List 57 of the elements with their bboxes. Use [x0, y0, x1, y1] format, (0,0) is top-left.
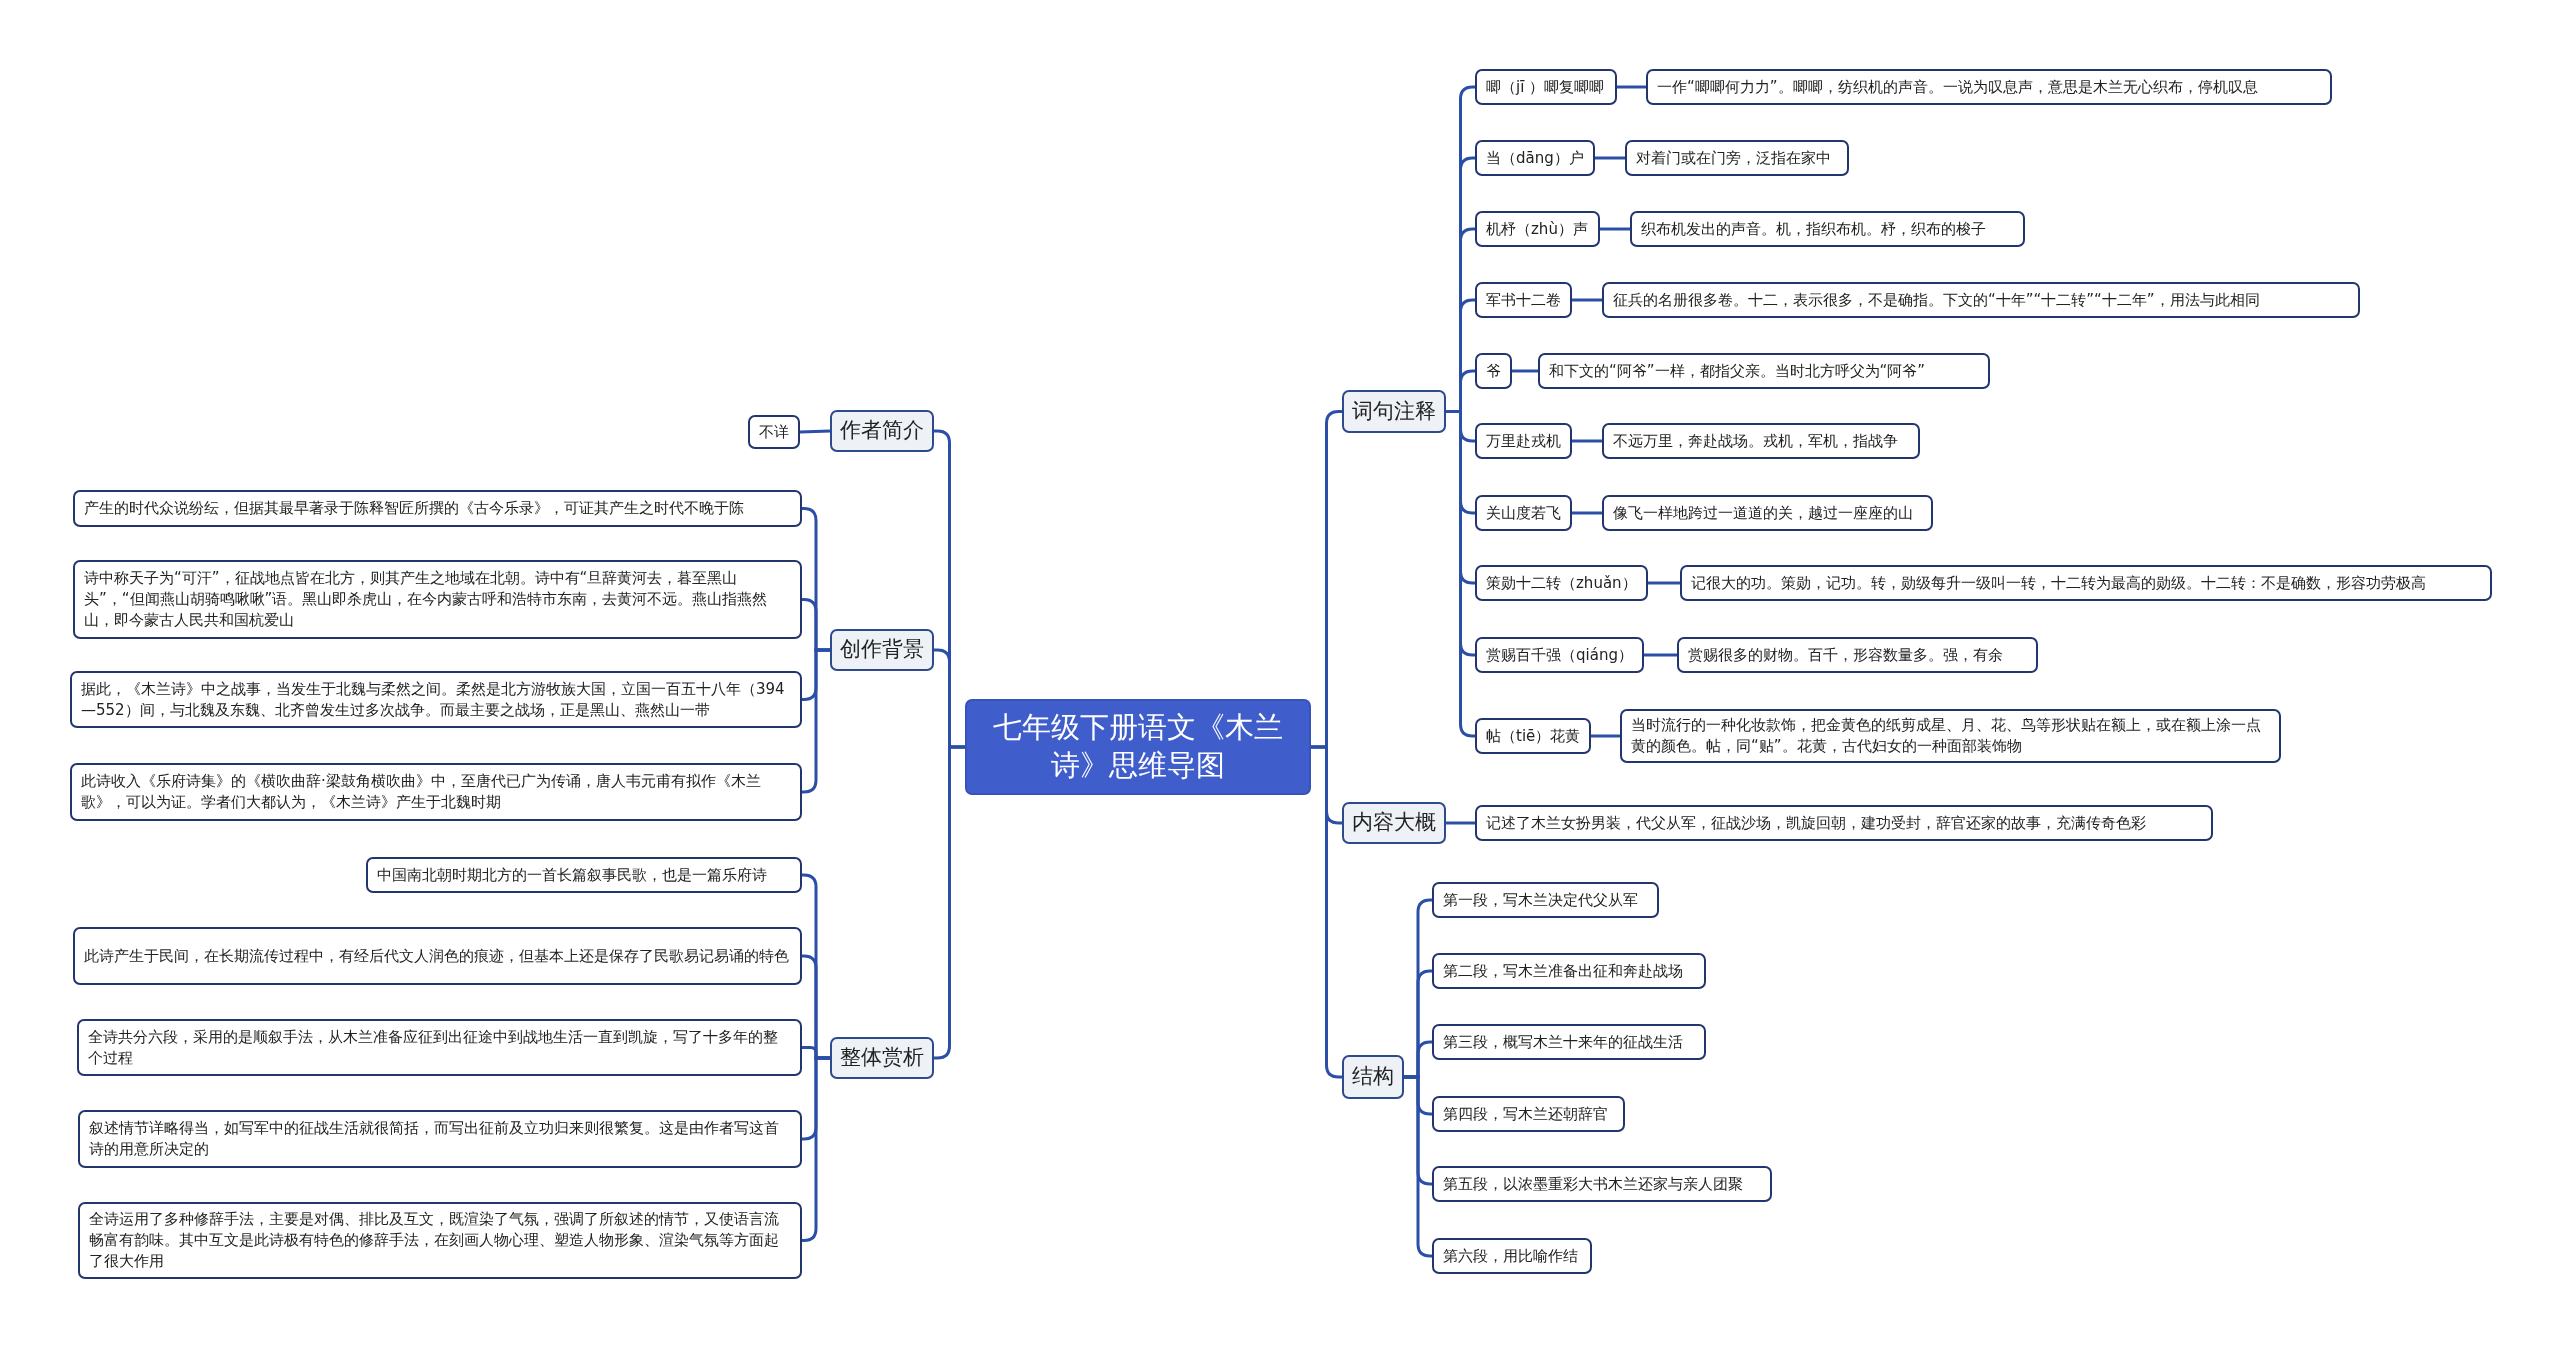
subtopic-box: 此诗产生于民间，在长期流传过程中，有经后代文人润色的痕迹，但基本上还是保存了民歌易记易诵的特色: [73, 927, 802, 985]
subtopic-box: 对着门或在门旁，泛指在家中: [1625, 140, 1849, 176]
subtopic-box: 军书十二卷: [1475, 282, 1572, 318]
subtopic-box: 当（dāng）户: [1475, 140, 1595, 176]
subtopic-box: 第一段，写木兰决定代父从军: [1432, 882, 1659, 918]
subtopic-box: 像飞一样地跨过一道道的关，越过一座座的山: [1602, 495, 1933, 531]
connector-line: [1617, 85, 1646, 89]
subtopic-box: 当时流行的一种化妆款饰，把金黄色的纸剪成星、月、花、鸟等形状贴在额上，或在额上涂一点黄的颜色。帖，同“贴”。花黄，古代妇女的一种面部装饰物: [1620, 709, 2281, 763]
branch-topic-box: 整体赏析: [830, 1037, 934, 1079]
branch-topic-box: 创作背景: [830, 629, 934, 671]
subtopic-box: 第三段，概写木兰十来年的征战生活: [1432, 1024, 1706, 1060]
connector-line: [1446, 821, 1475, 825]
subtopic-box: 全诗共分六段，采用的是顺叙手法，从木兰准备应征到出征途中到战地生活一直到凯旋，写了十多年的整个过程: [77, 1019, 802, 1076]
subtopic-box: 赏赐百千强（qiáng）: [1475, 637, 1644, 673]
connector-line: [799, 429, 831, 434]
connector-line: [1572, 511, 1602, 515]
branch-topic-box: 结构: [1342, 1055, 1404, 1099]
subtopic-box: 此诗收入《乐府诗集》的《横吹曲辞·梁鼓角横吹曲》中，至唐代已广为传诵，唐人韦元甫有拟作《木兰歌》，可以为证。学者们大都认为，《木兰诗》产生于北魏时期: [70, 763, 802, 821]
subtopic-box: 万里赴戎机: [1475, 423, 1572, 459]
subtopic-box: 征兵的名册很多卷。十二，表示很多，不是确指。下文的“十年”“十二转”“十二年”，用法与此相同: [1602, 282, 2360, 318]
subtopic-box: 产生的时代众说纷纭，但据其最早著录于陈释智匠所撰的《古今乐录》，可证其产生之时代不晚于陈: [73, 490, 802, 527]
connector-line: [1446, 410, 1476, 738]
connector-line: [1572, 298, 1602, 302]
subtopic-box: 记很大的功。策勋，记功。转，勋级每升一级叫一转，十二转为最高的勋级。十二转：不是确数，形容功劳极高: [1680, 565, 2492, 601]
branch-topic-box: 作者简介: [830, 410, 934, 452]
connector-line: [1595, 156, 1625, 160]
connector-line: [1648, 581, 1680, 585]
subtopic-box: 赏赐很多的财物。百千，形容数量多。强，有余: [1677, 637, 2038, 673]
subtopic-box: 爷: [1475, 353, 1512, 389]
subtopic-box: 策勋十二转（zhuǎn）: [1475, 565, 1648, 601]
subtopic-box: 不详: [748, 415, 800, 449]
subtopic-box: 不远万里，奔赴战场。戎机，军机，指战争: [1602, 423, 1920, 459]
connector-line: [1600, 227, 1630, 231]
subtopic-box: 诗中称天子为“可汗”，征战地点皆在北方，则其产生之地域在北朝。诗中有“旦辞黄河去，暮至黑山头”，“但闻燕山胡骑鸣啾啾”语。黑山即杀虎山，在今内蒙古呼和浩特市东南，去黄河不远。燕山指燕然山，即今蒙古人民共和国杭爱山: [73, 560, 802, 639]
subtopic-box: 第六段，用比喻作结: [1432, 1238, 1592, 1274]
subtopic-box: 中国南北朝时期北方的一首长篇叙事民歌，也是一篇乐府诗: [366, 857, 802, 893]
subtopic-box: 和下文的“阿爷”一样，都指父亲。当时北方呼父为“阿爷”: [1538, 353, 1990, 389]
branch-topic-box: 内容大概: [1342, 802, 1446, 844]
subtopic-box: 唧（jī ）唧复唧唧: [1475, 69, 1617, 105]
central-topic-box: 七年级下册语文《木兰诗》思维导图: [965, 699, 1311, 795]
connector-line: [1512, 369, 1538, 373]
subtopic-box: 第五段，以浓墨重彩大书木兰还家与亲人团聚: [1432, 1166, 1772, 1202]
connector-line: [1644, 653, 1677, 657]
subtopic-box: 织布机发出的声音。机，指织布机。杼，织布的梭子: [1630, 211, 2025, 247]
subtopic-box: 关山度若飞: [1475, 495, 1572, 531]
subtopic-box: 第二段，写木兰准备出征和奔赴战场: [1432, 953, 1706, 989]
subtopic-box: 记述了木兰女扮男装，代父从军，征战沙场，凯旋回朝，建功受封，辞官还家的故事，充满传奇色彩: [1475, 805, 2213, 841]
connector-line: [1572, 439, 1602, 443]
subtopic-box: 叙述情节详略得当，如写军中的征战生活就很简括，而写出征前及立功归来则很繁复。这是由作者写这首诗的用意所决定的: [78, 1110, 802, 1168]
subtopic-box: 一作“唧唧何力力”。唧唧，纺织机的声音。一说为叹息声，意思是木兰无心织布，停机叹息: [1646, 69, 2332, 105]
subtopic-box: 据此，《木兰诗》中之战事，当发生于北魏与柔然之间。柔然是北方游牧族大国，立国一百五十八年（394—552）间，与北魏及东魏、北齐曾发生过多次战争。而最主要之战场，正是黑山、燕然山一带: [70, 671, 802, 728]
subtopic-box: 全诗运用了多种修辞手法，主要是对偶、排比及互文，既渲染了气氛，强调了所叙述的情节，又使语言流畅富有韵味。其中互文是此诗极有特色的修辞手法，在刻画人物心理、塑造人物形象、渲染气氛等方面起了很大作用: [78, 1202, 802, 1279]
subtopic-box: 帖（tiē）花黄: [1475, 718, 1592, 754]
branch-topic-box: 词句注释: [1342, 390, 1446, 433]
subtopic-box: 机杼（zhù）声: [1475, 211, 1600, 247]
subtopic-box: 第四段，写木兰还朝辞官: [1432, 1096, 1625, 1132]
connector-line: [1591, 734, 1620, 738]
